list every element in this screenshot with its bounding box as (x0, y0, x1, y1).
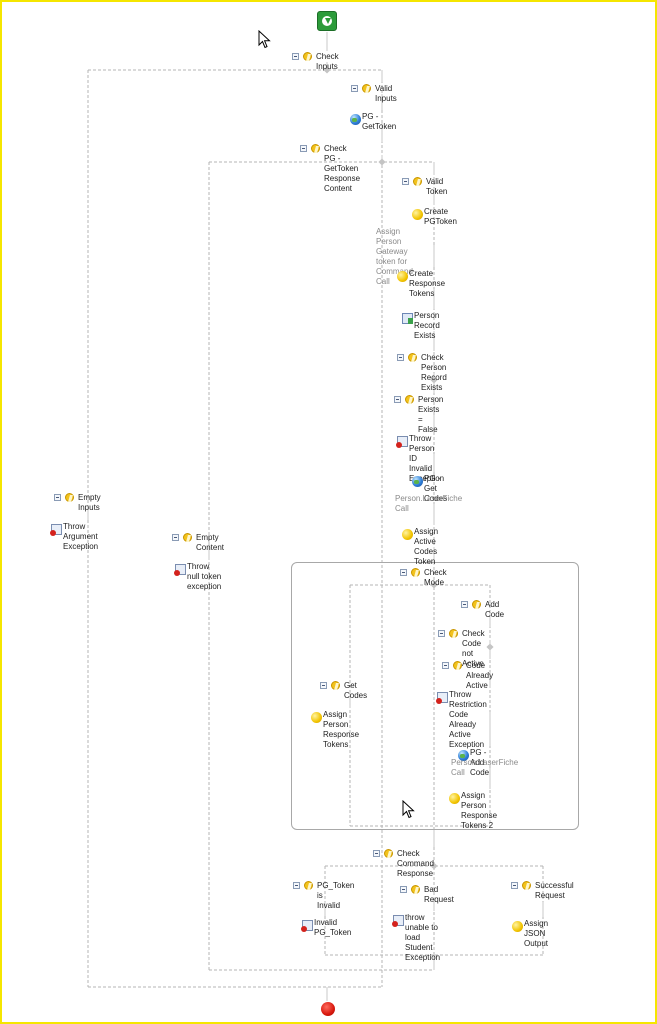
collapse-toggle-icon[interactable] (402, 178, 409, 185)
condition-icon (303, 52, 312, 61)
collapse-toggle-icon[interactable] (54, 494, 61, 501)
exception-icon (50, 524, 62, 536)
branch-junction (430, 862, 438, 870)
branch-junction (323, 66, 331, 74)
condition-icon (453, 661, 462, 670)
condition-icon (408, 353, 417, 362)
condition-icon (183, 533, 192, 542)
node-description-text: Assign Person Gateway token for Command … (376, 227, 413, 286)
node-label: PG - Add Code (470, 748, 490, 777)
token-icon (311, 712, 322, 723)
exception-icon (396, 436, 408, 448)
check-mode-group-box (291, 562, 579, 830)
node-label: Person Record Exists (414, 311, 440, 340)
node-label: Assign Active Codes Token (414, 527, 439, 566)
collapse-toggle-icon[interactable] (320, 682, 327, 689)
condition-icon (362, 84, 371, 93)
collapse-toggle-icon[interactable] (373, 850, 380, 857)
node-label: Throw Person ID Invalid Exception (409, 434, 445, 483)
node-label: Assign Person Response Tokens (323, 710, 360, 749)
node-label: Code Already Active (466, 661, 494, 690)
condition-icon (411, 885, 420, 894)
node-label: Throw null token exception (187, 562, 222, 591)
condition-icon (449, 629, 458, 638)
node-label: Throw Argument Exception (63, 522, 99, 551)
node-label: Add Code (485, 600, 505, 619)
collapse-toggle-icon[interactable] (511, 882, 518, 889)
token-icon (402, 529, 413, 540)
condition-icon (522, 881, 531, 890)
node-label: Valid Inputs (375, 84, 397, 103)
collapse-toggle-icon[interactable] (292, 53, 299, 60)
node-label: Invalid PG_Token (314, 918, 352, 937)
collapse-toggle-icon[interactable] (461, 601, 468, 608)
mouse-cursor-icon (402, 800, 415, 819)
token-icon (397, 271, 408, 282)
condition-icon (304, 881, 313, 890)
mouse-cursor-icon (258, 30, 271, 49)
web-service-icon (412, 476, 423, 487)
node-label: Create Response Tokens (409, 269, 446, 298)
collapse-toggle-icon[interactable] (397, 354, 404, 361)
token-icon (412, 209, 423, 220)
web-service-icon (350, 114, 361, 125)
node-label: Create PGToken (424, 207, 457, 226)
node-label: Bad Request (424, 885, 454, 904)
branch-junction (430, 581, 438, 589)
node-label: throw unable to load Student Exception (405, 913, 441, 962)
node-description-text: Person.LaserFiche Call (395, 494, 463, 513)
collapse-toggle-icon[interactable] (442, 662, 449, 669)
collapse-toggle-icon[interactable] (400, 886, 407, 893)
node-label: Check Mode (424, 568, 447, 587)
collapse-toggle-icon[interactable] (293, 882, 300, 889)
node-label: PG_Token is Invalid (317, 881, 355, 910)
collapse-toggle-icon[interactable] (438, 630, 445, 637)
collapse-toggle-icon[interactable] (172, 534, 179, 541)
token-icon (449, 793, 460, 804)
collapse-toggle-icon[interactable] (394, 396, 401, 403)
node-label: Empty Content (196, 533, 225, 552)
node-label: Empty Inputs (78, 493, 101, 512)
node-label: Successful Request (535, 881, 574, 900)
condition-icon (405, 395, 414, 404)
node-label: Check Inputs (316, 52, 339, 71)
node-label: Get Codes (344, 681, 368, 700)
node-label: Assign JSON Output (524, 919, 549, 948)
exception-icon (301, 920, 313, 932)
node-label: PG - GetToken (362, 112, 397, 131)
node-label: Check Person Record Exists (421, 353, 447, 392)
collapse-toggle-icon[interactable] (400, 569, 407, 576)
node-label: Valid Token (426, 177, 448, 196)
condition-icon (331, 681, 340, 690)
condition-icon (472, 600, 481, 609)
node-label: Check PG - GetToken Response Content (324, 144, 361, 193)
exception-icon (174, 564, 186, 576)
node-label: Assign Person Response Tokens 2 (461, 791, 498, 830)
node-label: Person Exists = False (418, 395, 444, 434)
node-label: Check Command Response (397, 849, 434, 878)
web-service-icon (458, 750, 469, 761)
start-node-icon[interactable] (317, 11, 337, 31)
condition-icon (384, 849, 393, 858)
condition-icon (65, 493, 74, 502)
condition-icon (413, 177, 422, 186)
collapse-toggle-icon[interactable] (351, 85, 358, 92)
branch-junction (378, 158, 386, 166)
node-description-text: Person.LaserFiche Call (451, 758, 519, 777)
exception-icon (392, 915, 404, 927)
condition-icon (411, 568, 420, 577)
node-label: PG - Get Codes (424, 474, 448, 503)
exception-icon (436, 692, 448, 704)
token-icon (512, 921, 523, 932)
condition-icon (311, 144, 320, 153)
collapse-toggle-icon[interactable] (300, 145, 307, 152)
record-icon (402, 313, 413, 324)
node-label: Check Code not Active (462, 629, 485, 668)
node-label: Throw Restriction Code Already Active Ex… (449, 690, 487, 749)
end-node-icon[interactable] (321, 1002, 335, 1016)
